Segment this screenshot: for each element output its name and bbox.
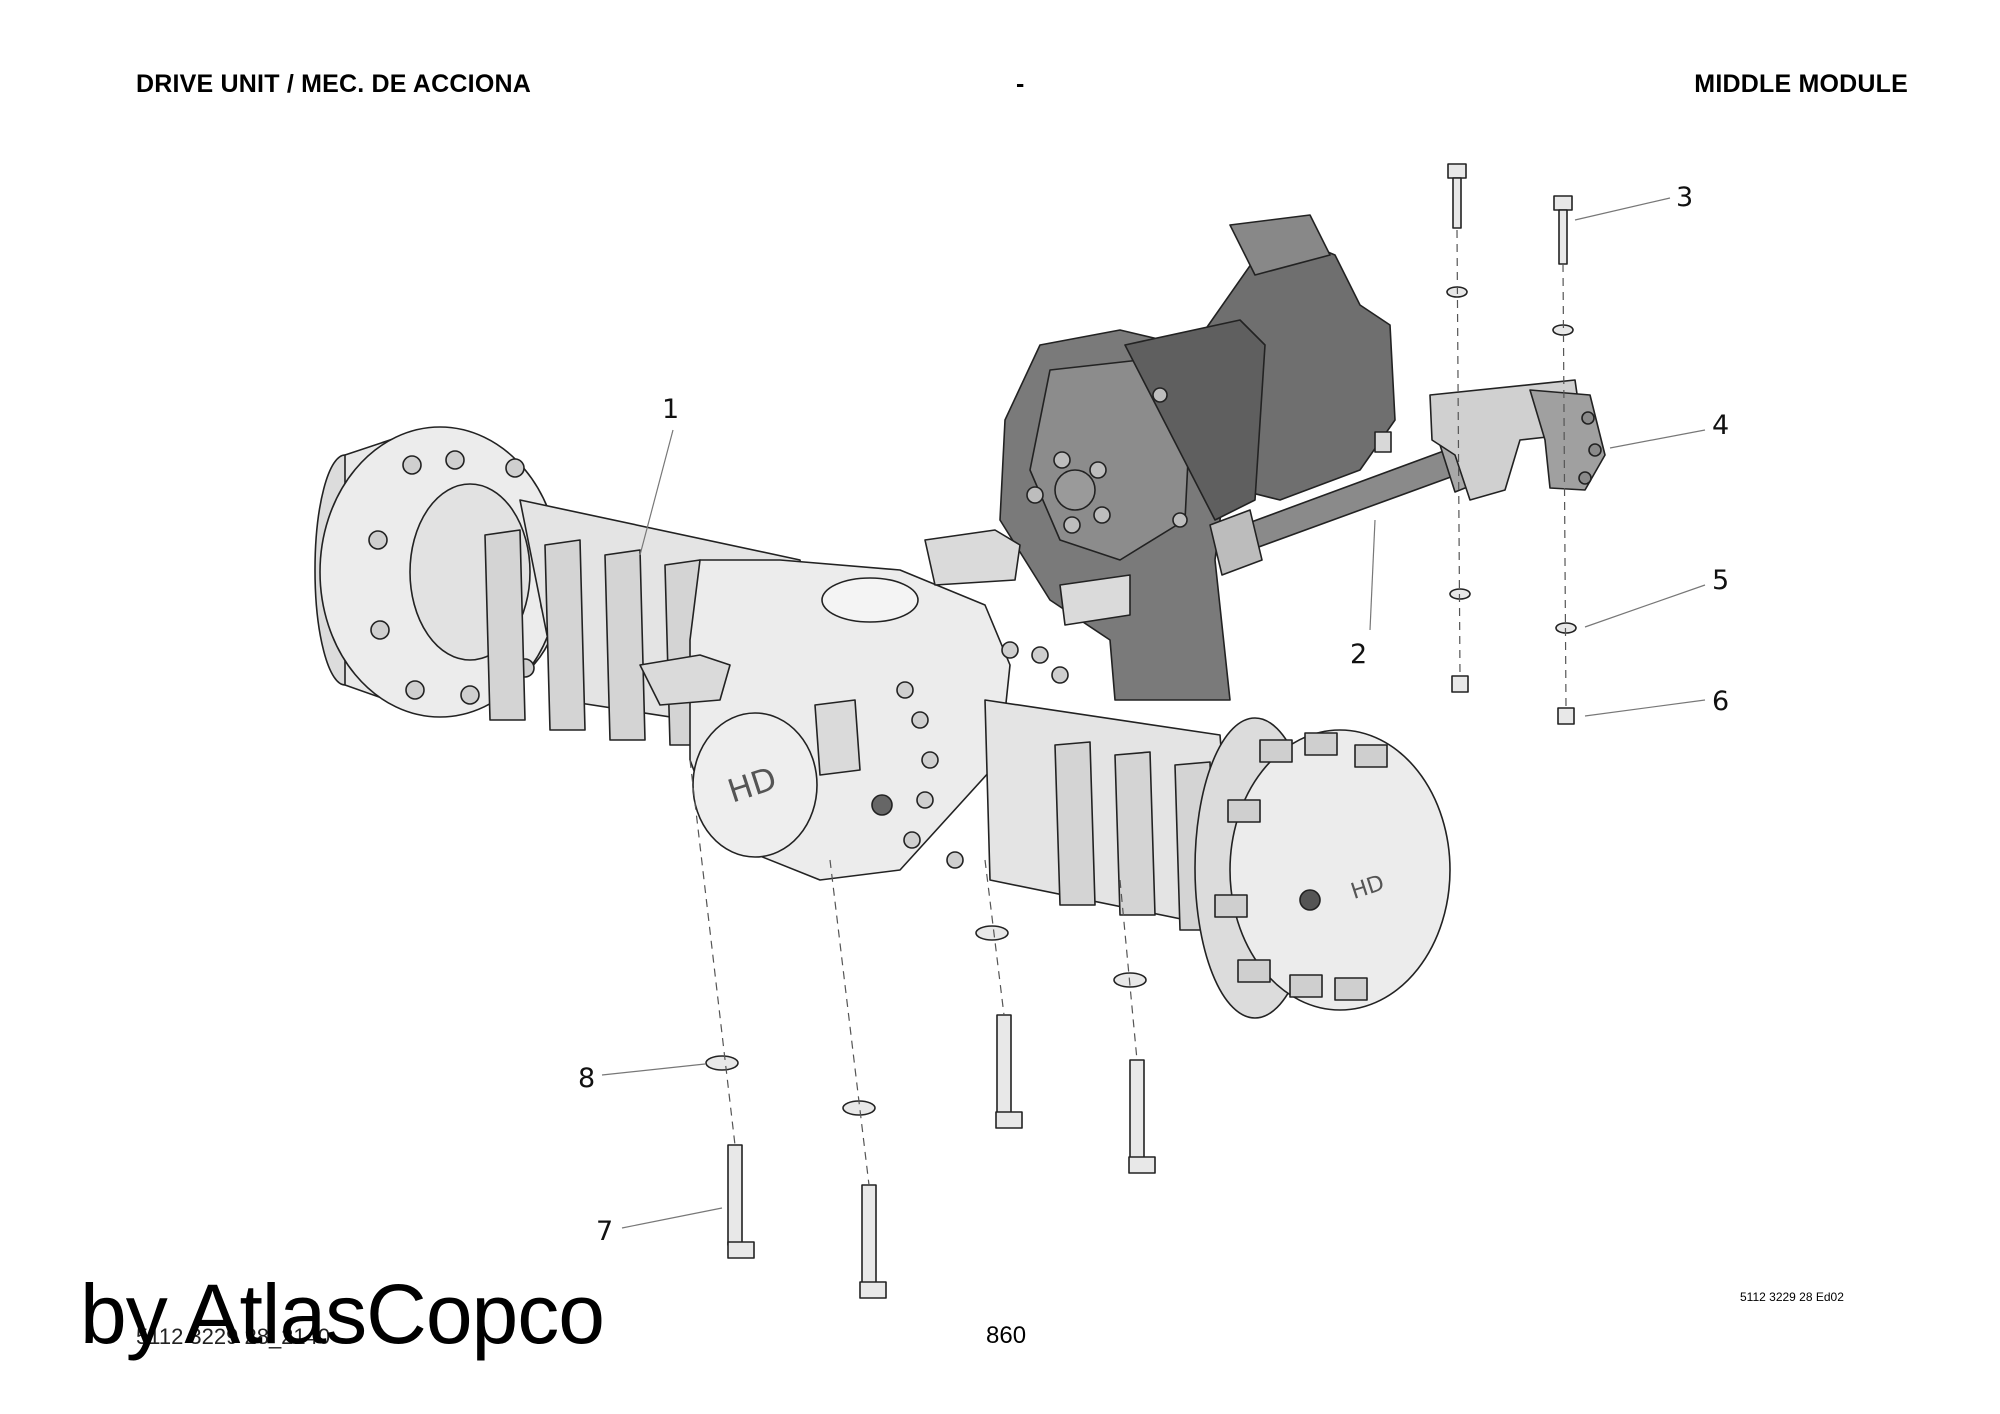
fasteners-illustration <box>705 163 1577 1299</box>
document-code: 5112 3229 28 Ed02 <box>1740 1290 1844 1304</box>
callout-3: 3 <box>1676 182 1693 213</box>
drive-axle-illustration: HD <box>314 426 1451 1019</box>
callout-1: 1 <box>662 394 679 425</box>
callout-4: 4 <box>1712 410 1729 441</box>
header-section-title: DRIVE UNIT / MEC. DE ACCIONA <box>136 70 531 98</box>
drawing-number: 5112 3229 28_2140 <box>136 1324 331 1349</box>
callout-5: 5 <box>1712 565 1729 596</box>
hydraulic-motor-illustration <box>999 214 1396 701</box>
assembly-lines <box>689 229 1567 1186</box>
callout-7: 7 <box>596 1216 613 1247</box>
callout-6: 6 <box>1712 686 1729 717</box>
header-module-title: MIDDLE MODULE <box>1694 70 1908 98</box>
callout-2: 2 <box>1350 639 1367 670</box>
page-number: 860 <box>986 1322 1027 1349</box>
callout-8: 8 <box>578 1063 595 1094</box>
header-separator: - <box>1016 70 1025 98</box>
mounting-bracket-illustration <box>1429 379 1606 501</box>
watermark-text: by AtlasCopco <box>80 1267 605 1361</box>
callout-leaders <box>601 197 1706 1229</box>
